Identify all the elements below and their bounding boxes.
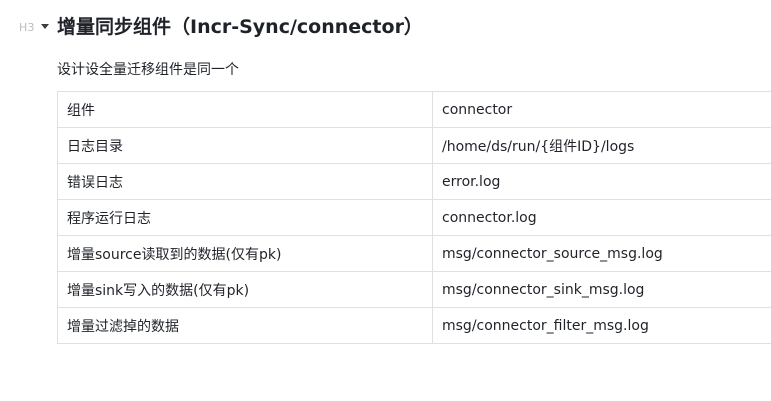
table-row: 增量sink写入的数据(仅有pk)msg/connector_sink_msg.…	[57, 271, 771, 308]
table-cell-value: connector.log	[432, 199, 771, 236]
table-cell-key: 增量source读取到的数据(仅有pk)	[57, 235, 433, 272]
table-cell-key: 增量过滤掉的数据	[57, 307, 433, 344]
table-cell-value: /home/ds/run/{组件ID}/logs	[432, 127, 771, 164]
description-paragraph: 设计设全量迁移组件是同一个	[57, 62, 239, 78]
table-row: 增量source读取到的数据(仅有pk)msg/connector_source…	[57, 235, 771, 272]
table-cell-value: msg/connector_filter_msg.log	[432, 307, 771, 344]
collapse-triangle-icon[interactable]	[41, 24, 49, 29]
table-cell-value: msg/connector_source_msg.log	[432, 235, 771, 272]
heading-level-label: H3	[19, 21, 35, 34]
table-cell-key: 错误日志	[57, 163, 433, 200]
table-cell-key: 增量sink写入的数据(仅有pk)	[57, 271, 433, 308]
table-cell-key: 组件	[57, 91, 433, 128]
table-cell-key: 程序运行日志	[57, 199, 433, 236]
table-cell-value: error.log	[432, 163, 771, 200]
table-cell-value: connector	[432, 91, 771, 128]
table-cell-key: 日志目录	[57, 127, 433, 164]
table-cell-value: msg/connector_sink_msg.log	[432, 271, 771, 308]
table-row: 日志目录/home/ds/run/{组件ID}/logs	[57, 127, 771, 164]
section-heading: 增量同步组件（Incr-Sync/connector）	[57, 16, 423, 38]
